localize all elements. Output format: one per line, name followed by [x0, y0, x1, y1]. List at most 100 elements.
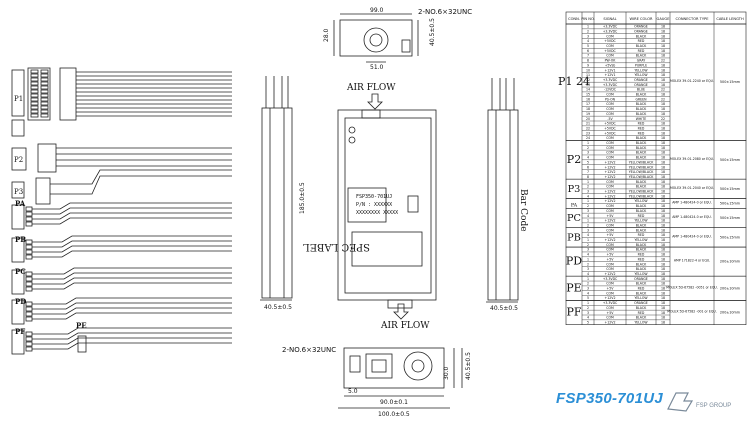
table-connector-type: MOLEX 39-01-2040 or EQU. [670, 186, 714, 190]
table-cell: BLACK [636, 102, 647, 106]
table-cell: 21 [586, 122, 590, 126]
molex-pin [25, 306, 33, 312]
table-cell: 2 [587, 262, 589, 266]
table-cell: BLACK [636, 146, 647, 150]
table-cell: 18 [661, 68, 665, 72]
table-cell: BLACK [636, 262, 647, 266]
table-cell: 10 [586, 68, 590, 72]
table-group-name: PC [567, 213, 581, 224]
table-cell: 4 [587, 233, 589, 237]
table-cell: 6 [587, 165, 589, 169]
p2-wires [56, 147, 232, 167]
table-cell: +12V2 [605, 190, 616, 194]
table-cell: 2 [587, 185, 589, 189]
table-cell: RED [638, 131, 645, 135]
table-cell: COM [606, 44, 614, 48]
table-cell: +12V2 [605, 272, 616, 276]
table-cell: 18 [661, 156, 665, 160]
table-cell: 18 [661, 209, 665, 213]
p2-pins [37, 143, 57, 173]
table-cell: +3.3VDC [603, 301, 618, 305]
molex-pin [25, 206, 33, 212]
table-cell: 9 [587, 63, 589, 67]
molex-pin [25, 211, 33, 217]
table-cell: YELLOW/BLACK [629, 160, 655, 164]
table-cell: +12V2 [605, 238, 616, 242]
table-cell: GRAY [637, 59, 645, 63]
table-cell: PW-OK [605, 59, 617, 63]
table-cell: 5 [587, 296, 589, 300]
p3-wire [50, 175, 232, 195]
table-cell: COM [606, 146, 614, 150]
table-cell: ORANGE [634, 301, 648, 305]
table-cell: 18 [661, 267, 665, 271]
table-cell: YELLOW/BLACK [629, 170, 655, 174]
label-p3: P3 [14, 188, 23, 196]
front-dim-left: 5.0 [348, 388, 358, 395]
main-panel-inner [344, 117, 432, 294]
label-pf: PF [15, 327, 25, 336]
table-cell: COM [606, 267, 614, 271]
table-cable-length: 500±15mm [720, 80, 741, 84]
p3-pins [35, 177, 51, 205]
label-p2: P2 [14, 156, 23, 164]
p1-pin [30, 69, 39, 74]
molex-wire [32, 342, 232, 350]
bottom-port [387, 299, 413, 309]
table-cell: 22 [661, 117, 665, 121]
table-connector-type: AMP 1-480424-0 or EQU. [672, 200, 712, 204]
table-cell: 18 [661, 83, 665, 87]
table-cell: 18 [661, 291, 665, 295]
table-cell: PS-ON [605, 97, 616, 101]
table-cell: 1 [587, 180, 589, 184]
table-cell: 3 [587, 190, 589, 194]
p1-pin [40, 97, 49, 102]
table-connector-type: AMP 1-480424-0 or EQU. [672, 215, 712, 219]
table-cell: BLACK [636, 204, 647, 208]
table-cell: RED [638, 126, 645, 130]
p1-pin [40, 69, 49, 74]
table-cell: 18 [661, 228, 665, 232]
table-cell: +5VDC [604, 126, 616, 130]
p1-pin [30, 85, 39, 90]
table-cell: ORANGE [634, 25, 648, 29]
table-cell: 18 [661, 243, 665, 247]
molex-wire [32, 312, 232, 320]
table-cell: BLACK [636, 34, 647, 38]
table-header-cell: CABLE LENGTH [716, 17, 744, 21]
molex-wire [32, 235, 232, 243]
label-pc: PC [15, 267, 26, 276]
table-cell: 18 [661, 54, 665, 58]
table-cell: 5 [587, 320, 589, 324]
table-cell: YELLOW [634, 73, 648, 77]
molex-pin [25, 271, 33, 277]
molex-connector [11, 299, 25, 325]
table-cell: RED [638, 49, 645, 53]
side-view-left [260, 76, 293, 301]
table-cable-length: 200±10mm [720, 311, 741, 315]
table-cable-length: 200±10mm [720, 260, 741, 264]
table-cell: 18 [661, 107, 665, 111]
table-cell: 18 [661, 199, 665, 203]
table-cell: BLACK [636, 248, 647, 252]
table-cell: 18 [661, 262, 665, 266]
table-cell: BLACK [636, 209, 647, 213]
molex-wire [32, 297, 232, 305]
brand-logo: FSP GROUP [664, 389, 744, 420]
table-cell: 18 [661, 194, 665, 198]
table-cell: WHITE [636, 117, 646, 121]
table-cell: 16 [586, 97, 590, 101]
table-cell: 4 [587, 253, 589, 257]
small-chip [407, 195, 419, 213]
side-left-body [261, 107, 293, 299]
table-cell: +5V [607, 287, 615, 291]
table-cable-length: 500±15mm [720, 201, 741, 205]
table-cell: 18 [661, 214, 665, 218]
table-cell: 2 [587, 29, 589, 33]
table-cell: RED [638, 39, 645, 43]
table-cell: COM [606, 112, 614, 116]
table-group-name: P2 [567, 153, 581, 166]
label-pe: PE [76, 321, 87, 330]
table-cell: YELLOW [634, 68, 648, 72]
